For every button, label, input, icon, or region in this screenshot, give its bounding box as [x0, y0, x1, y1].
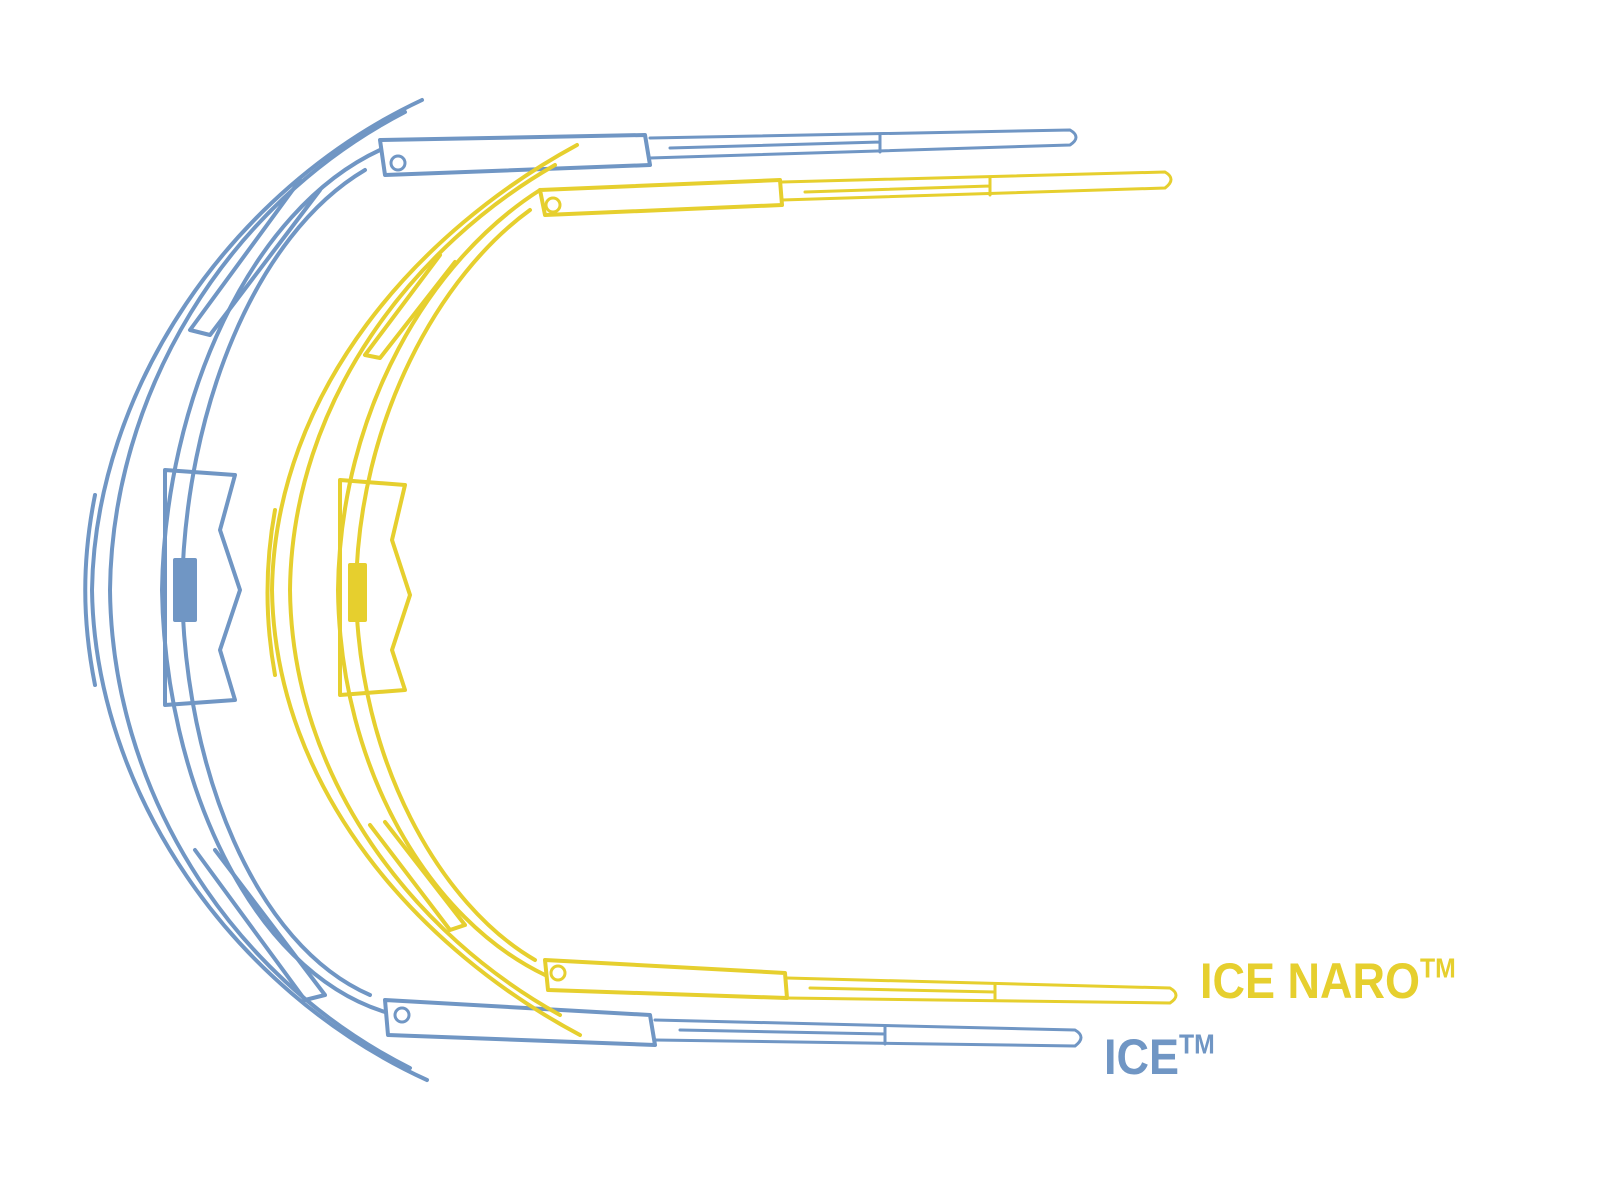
- ice-frame-outline: [83, 98, 1083, 1082]
- ice-label: ICETM: [1104, 1028, 1215, 1086]
- ice-naro-name: ICE NARO: [1200, 953, 1421, 1009]
- trademark-mark: TM: [1179, 1028, 1215, 1060]
- trademark-mark: TM: [1420, 952, 1456, 984]
- ice-naro-label: ICE NAROTM: [1200, 952, 1456, 1010]
- ice-naro-frame-outline: [265, 143, 1178, 1037]
- ice-name: ICE: [1104, 1029, 1180, 1085]
